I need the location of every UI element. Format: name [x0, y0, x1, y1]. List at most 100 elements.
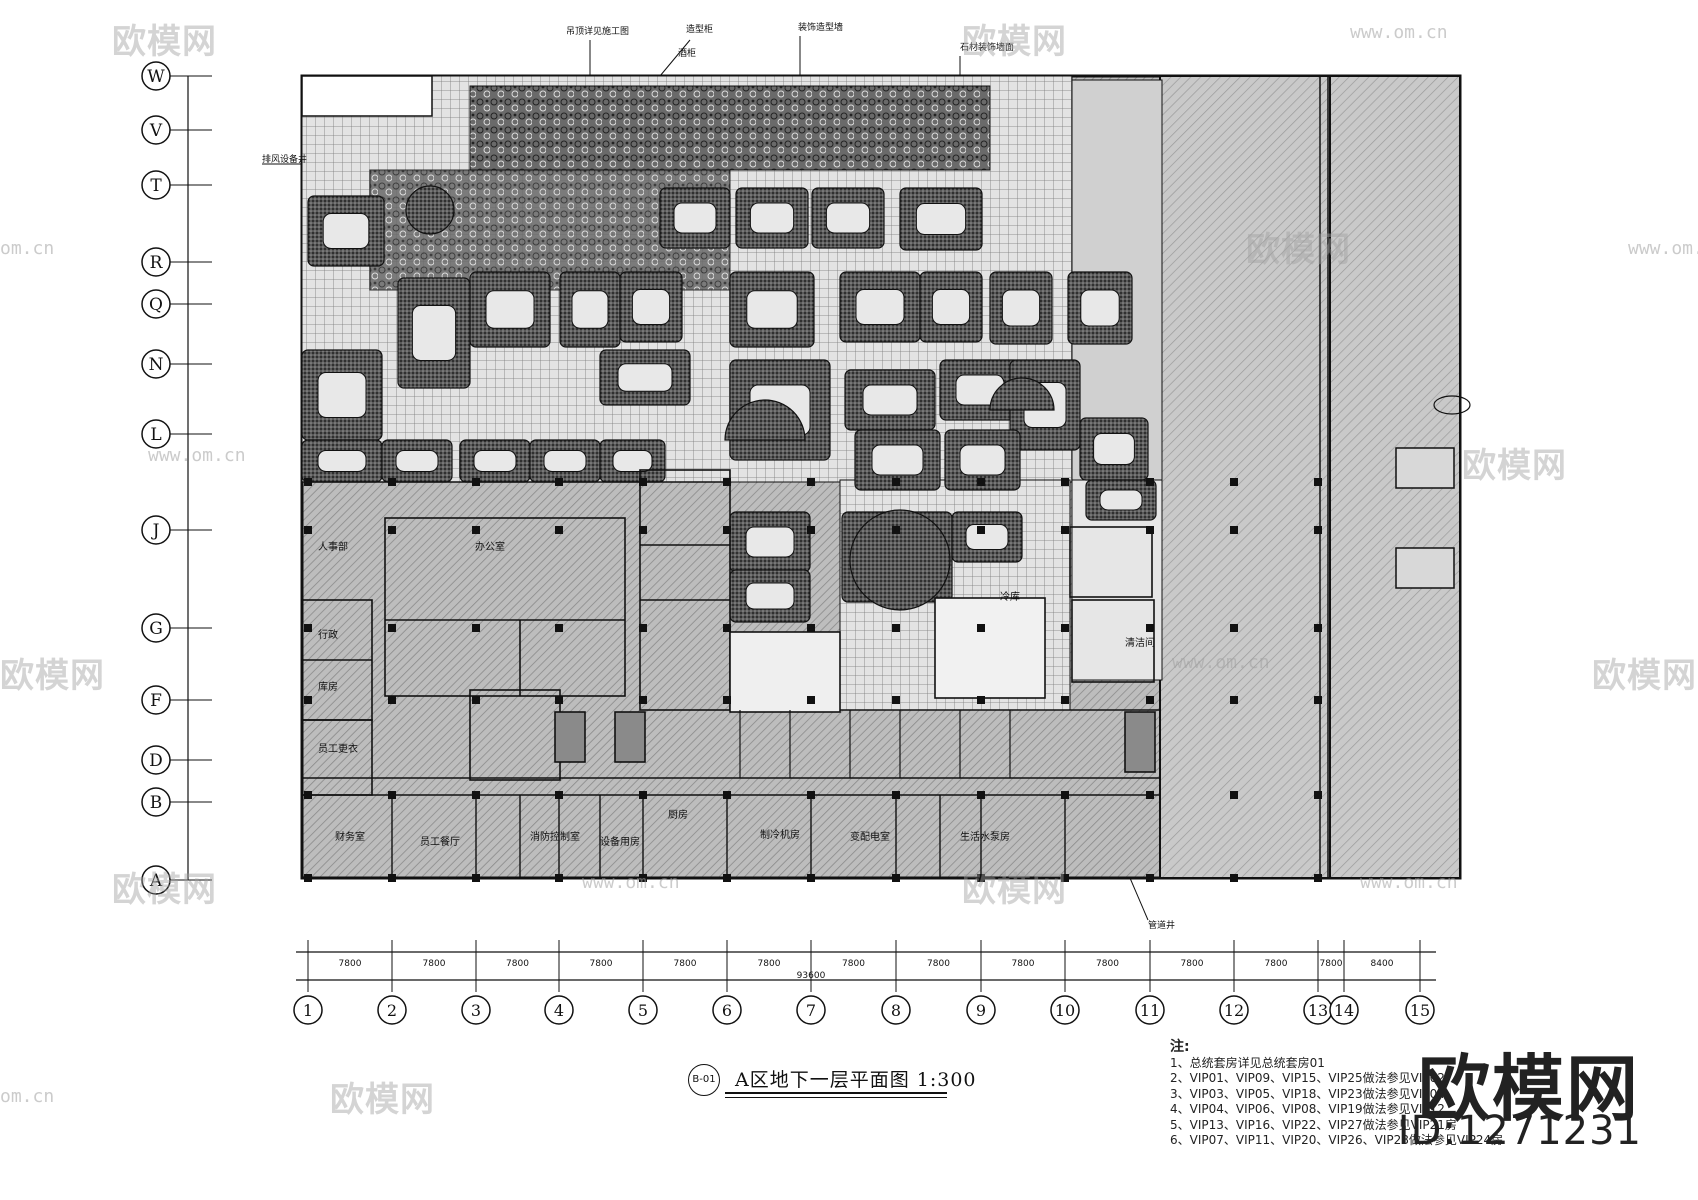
structural-column: [472, 791, 480, 799]
structural-column: [892, 696, 900, 704]
note-item: 5、VIP13、VIP16、VIP22、VIP27做法参见VIP21房: [1170, 1117, 1457, 1132]
drawing-notes: 注: 1、总统套房详见总统套房01 2、VIP01、VIP09、VIP15、VI…: [1170, 1039, 1503, 1149]
col-dimension-label: 7800: [1320, 959, 1343, 969]
note-item: 3、VIP03、VIP05、VIP18、VIP23做法参见VIP04: [1170, 1086, 1445, 1101]
col-dimension-label: 7800: [1096, 959, 1119, 969]
grid-bubble-col-9: [966, 995, 996, 1025]
structural-column: [639, 874, 647, 882]
grid-bubble-col-12: [1219, 995, 1249, 1025]
round-feature: [405, 185, 455, 235]
vip-room-group: [301, 185, 1157, 623]
vip-sofa-icon: [749, 202, 795, 234]
grid-bubble-col-5: [628, 995, 658, 1025]
col-dimension-label: 7800: [1181, 959, 1204, 969]
leader-line: [1129, 877, 1149, 921]
structural-column: [304, 478, 312, 486]
structural-column: [1061, 791, 1069, 799]
structural-column: [472, 478, 480, 486]
vip-sofa-icon: [317, 372, 367, 418]
watermark-brand: 欧模网: [0, 656, 105, 696]
structural-column: [1230, 526, 1238, 534]
grid-label-row-V: V: [149, 121, 163, 141]
structural-column: [977, 624, 985, 632]
structural-column: [388, 696, 396, 704]
structural-column: [1061, 696, 1069, 704]
structural-column: [1230, 478, 1238, 486]
structural-column: [388, 624, 396, 632]
title-underline-thin: [725, 1097, 947, 1098]
watermark-url: www.om.cn: [1172, 652, 1270, 673]
structural-column: [892, 478, 900, 486]
structural-column: [807, 478, 815, 486]
room-label-r12: 变配电室: [850, 830, 890, 843]
structural-column: [555, 624, 563, 632]
vip-sofa-icon: [473, 450, 517, 472]
grid-label-col-11: 11: [1140, 1001, 1160, 1020]
vip-sofa-icon: [571, 290, 609, 329]
structural-column: [1146, 526, 1154, 534]
structural-column: [807, 874, 815, 882]
structural-column: [723, 791, 731, 799]
grid-label-row-A: A: [149, 871, 163, 891]
site-logo: 欧模网: [1417, 1047, 1640, 1131]
structural-column: [388, 791, 396, 799]
vip-sofa-icon: [746, 290, 798, 329]
col-dimension-label: 7800: [506, 959, 529, 969]
room-label-r3: 行政: [318, 628, 338, 641]
col-dimension-label: 7800: [842, 959, 865, 969]
callout-label: 管道井: [1148, 921, 1176, 931]
structural-column: [807, 526, 815, 534]
vip-sofa-icon: [855, 289, 905, 325]
watermark-url: om.cn: [0, 238, 55, 259]
room-label-r1: 办公室: [475, 540, 505, 553]
structural-column: [304, 526, 312, 534]
callout-label: 排风设备井: [262, 155, 308, 165]
structural-column: [1230, 696, 1238, 704]
vip-sofa-icon: [322, 213, 370, 249]
structural-column: [723, 874, 731, 882]
structural-column: [977, 526, 985, 534]
room-label-r11: 制冷机房: [760, 828, 800, 841]
grid-bubble-col-8: [881, 995, 911, 1025]
room-label-r7: 员工餐厅: [420, 835, 460, 848]
grid-bubble-col-3: [461, 995, 491, 1025]
watermark-url: www.om.cn: [1360, 872, 1458, 893]
watermark-brand: 欧模网: [962, 870, 1067, 910]
structural-columns: [304, 478, 1322, 882]
structural-column: [1314, 478, 1322, 486]
grid-bubble-col-10: [1050, 995, 1080, 1025]
structural-column: [1146, 478, 1154, 486]
room-label-r10: 厨房: [668, 808, 688, 821]
vip-sofa-icon: [317, 450, 367, 472]
structural-column: [555, 478, 563, 486]
structural-column: [1061, 478, 1069, 486]
structural-column: [388, 874, 396, 882]
note-item: 4、VIP04、VIP06、VIP08、VIP19做法参见VIP12: [1170, 1102, 1445, 1116]
grid-label-col-6: 6: [722, 1001, 732, 1020]
col-dimension-label: 7800: [927, 959, 950, 969]
grid-bubble-col-4: [544, 995, 574, 1025]
grid-bubble-col-2: [377, 995, 407, 1025]
structural-column: [723, 478, 731, 486]
room-label-r13: 生活水泵房: [960, 830, 1010, 843]
note-item: 1、总统套房详见总统套房01: [1170, 1055, 1325, 1070]
grid-label-col-1: 1: [303, 1001, 313, 1020]
watermark-url: www.om.cn: [148, 445, 246, 466]
vip-sofa-icon: [915, 203, 967, 235]
vip-sofa-icon: [617, 363, 673, 392]
col-dimension-label: 7800: [758, 959, 781, 969]
watermark-brand: 欧模网: [1592, 656, 1697, 696]
structural-column: [1314, 624, 1322, 632]
structural-column: [977, 478, 985, 486]
structural-column: [388, 526, 396, 534]
structural-column: [1314, 696, 1322, 704]
room-label-r14: 冷库: [1000, 590, 1020, 603]
room-label-r4: 库房: [318, 680, 338, 693]
grid-bubble-col-6: [712, 995, 742, 1025]
structural-column: [304, 874, 312, 882]
room-label-r8: 消防控制室: [530, 830, 580, 843]
drawing-number-badge: B-01: [688, 1064, 720, 1096]
structural-column: [639, 624, 647, 632]
structural-column: [1146, 874, 1154, 882]
